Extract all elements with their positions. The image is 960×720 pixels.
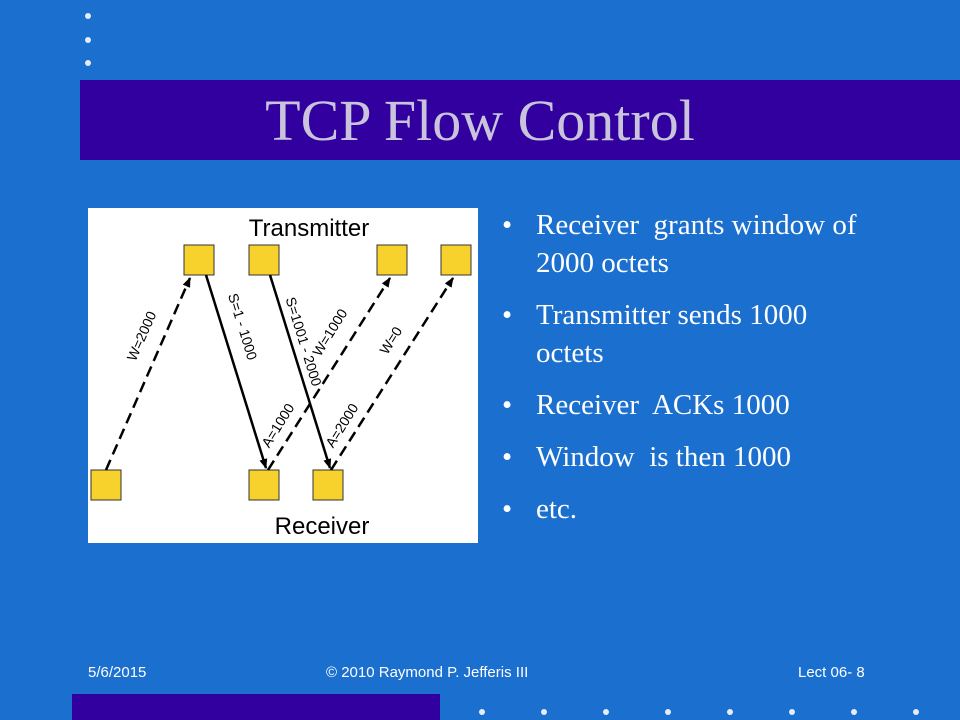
- transmitter-box: [248, 244, 280, 276]
- bullet-text: etc.: [536, 493, 578, 525]
- decorative-dot: [541, 709, 547, 715]
- receiver-box: [248, 469, 280, 501]
- bullet-text: Receiver grants window of 2000 octets: [536, 209, 864, 279]
- window-arrow: [104, 277, 192, 471]
- bullet-mark: •: [502, 209, 513, 241]
- decorative-dot: [85, 13, 91, 19]
- decorative-dot: [85, 37, 91, 43]
- bullet-item: • Receiver grants window of 2000 octets: [496, 206, 956, 282]
- title-band: [80, 80, 960, 160]
- receiver-box: [312, 469, 344, 501]
- flow-control-diagram: Transmitter Receiver W=2000 S=1 - 1000 S…: [88, 208, 478, 543]
- bullet-item: • Receiver ACKs 1000: [496, 386, 956, 424]
- transmitter-label: Transmitter: [249, 215, 369, 242]
- arrow-label: W=0: [376, 324, 405, 357]
- receiver-box: [90, 469, 122, 501]
- receiver-label: Receiver: [275, 513, 370, 540]
- arrow-label: A=1000: [258, 400, 297, 450]
- segment-arrow: [204, 274, 268, 469]
- bullet-mark: •: [502, 441, 513, 473]
- diagram-svg: Transmitter Receiver W=2000 S=1 - 1000 S…: [90, 215, 472, 540]
- decorative-dot: [479, 709, 485, 715]
- bullet-mark: •: [502, 389, 513, 421]
- transmitter-box: [376, 244, 408, 276]
- footer-date: 5/6/2015: [88, 664, 147, 681]
- decorative-dot: [603, 709, 609, 715]
- decorative-dot: [789, 709, 795, 715]
- decorative-dot: [727, 709, 733, 715]
- ack-arrow: [329, 277, 455, 471]
- bullet-text: Transmitter sends 1000 octets: [536, 299, 815, 369]
- ack-arrow: [266, 277, 392, 471]
- decorative-dot: [665, 709, 671, 715]
- segment-arrow: [268, 274, 332, 469]
- transmitter-box: [440, 244, 472, 276]
- arrow-label: A=2000: [322, 400, 361, 450]
- bullet-text: Receiver ACKs 1000: [536, 389, 790, 421]
- bottom-band: [72, 694, 440, 720]
- footer-copyright: © 2010 Raymond P. Jefferis III: [326, 664, 529, 681]
- decorative-dot: [85, 60, 91, 66]
- decorative-dot: [913, 709, 919, 715]
- bullet-list: • Receiver grants window of 2000 octets …: [496, 206, 956, 542]
- bullet-mark: •: [502, 493, 513, 525]
- decorative-dot: [851, 709, 857, 715]
- footer-slide-number: Lect 06- 8: [798, 664, 865, 681]
- arrow-label: W=2000: [123, 309, 159, 364]
- bullet-item: • etc.: [496, 490, 956, 528]
- bullet-item: • Window is then 1000: [496, 438, 956, 476]
- bullet-mark: •: [502, 299, 513, 331]
- slide-title: TCP Flow Control: [265, 88, 695, 153]
- bullet-item: • Transmitter sends 1000 octets: [496, 296, 956, 372]
- transmitter-box: [183, 244, 215, 276]
- bullet-text: Window is then 1000: [536, 441, 791, 473]
